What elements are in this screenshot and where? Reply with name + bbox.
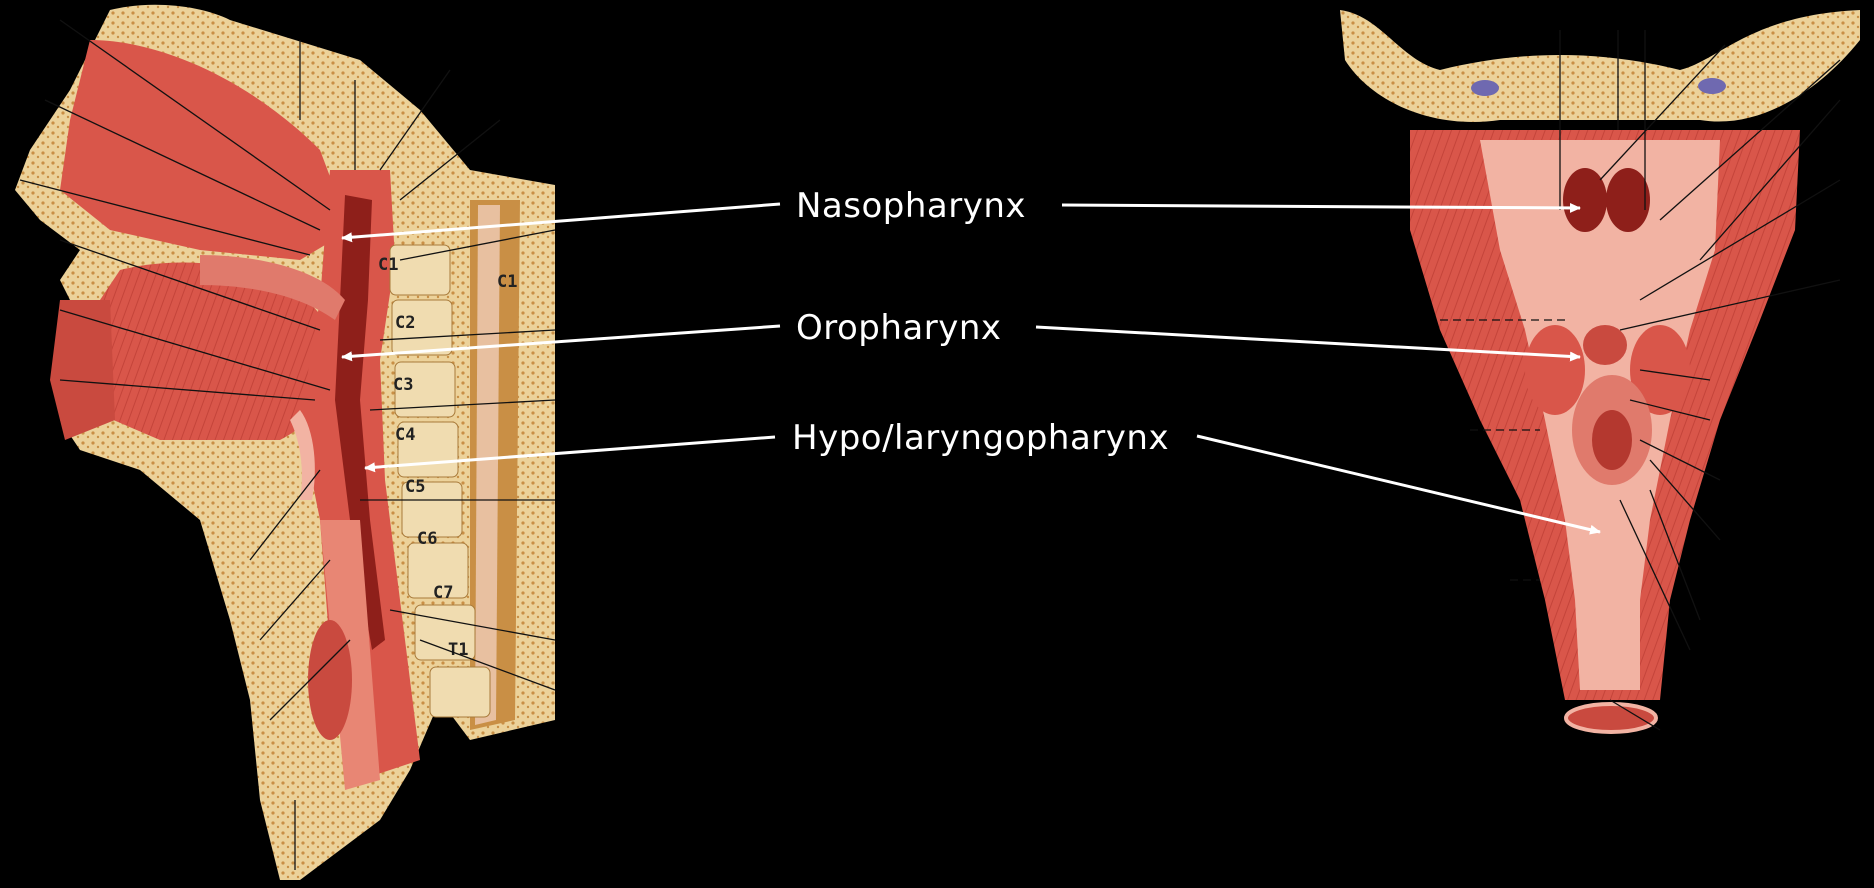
vertebra-label: C3 [393, 375, 413, 395]
choana [1563, 168, 1607, 232]
lips [50, 300, 115, 440]
nasopharynx-label: Nasopharynx [796, 186, 1026, 226]
choana [1606, 168, 1650, 232]
vertebra-body [430, 667, 490, 717]
vertebra-label: C2 [395, 313, 415, 333]
laryngeal-inlet [1592, 410, 1632, 470]
thyroid-cartilage [308, 620, 352, 740]
palatine-tonsil [1525, 325, 1585, 415]
posterior-view-illustration [1340, 10, 1860, 732]
vertebra-label: C6 [417, 529, 437, 549]
vertebra-label: C5 [405, 477, 425, 497]
foramen [1698, 78, 1726, 94]
uvula [1583, 325, 1627, 365]
foramen [1471, 80, 1499, 96]
vertebra-label-posterior: C1 [497, 272, 517, 292]
vertebra-label: C1 [378, 255, 398, 275]
esophagus-opening [1566, 704, 1656, 732]
oropharynx-label: Oropharynx [796, 308, 1002, 348]
sagittal-section-illustration: C1 C2 C3 C4 C5 C6 C7 T1 C1 [15, 5, 555, 880]
vertebra-label: C7 [433, 583, 453, 603]
skull-base [1340, 10, 1860, 122]
vertebra-label: C4 [395, 425, 415, 445]
hypopharynx-label: Hypo/laryngopharynx [792, 418, 1169, 458]
